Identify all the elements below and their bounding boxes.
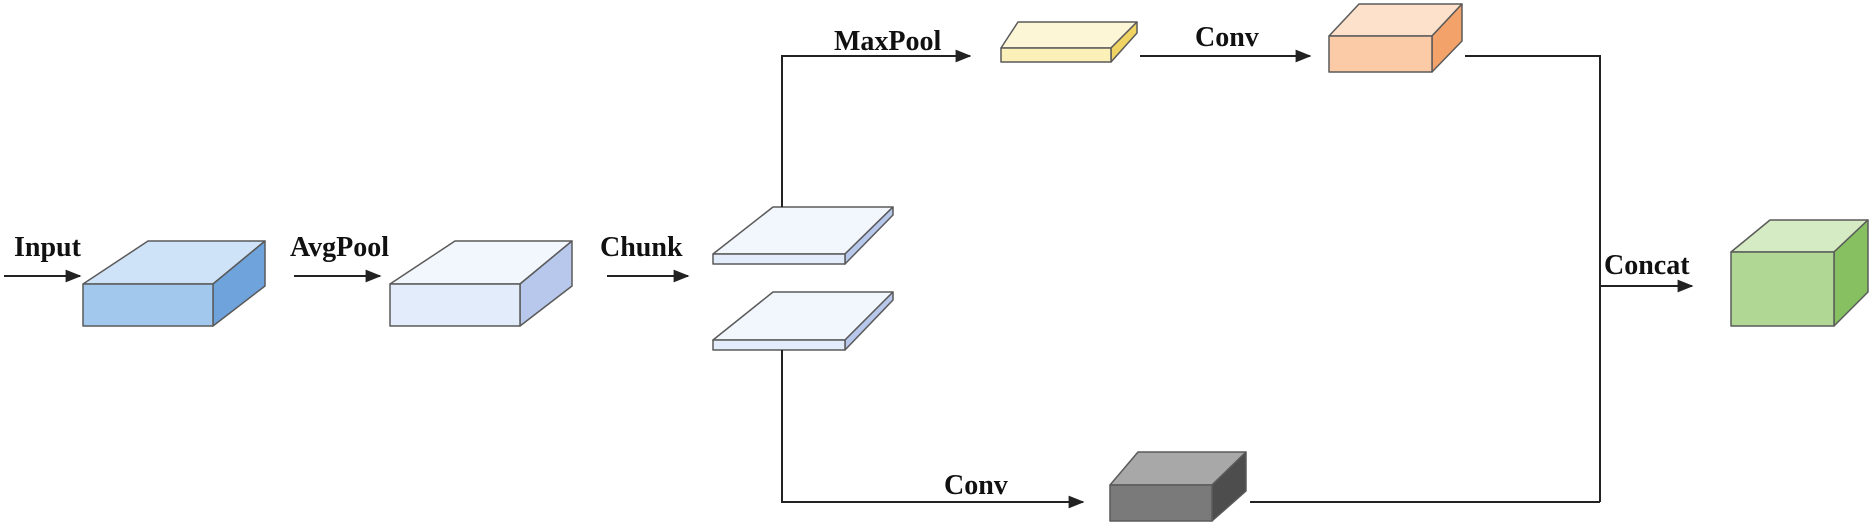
chunk-slice-lower [712,291,894,351]
avgpool-label: AvgPool [290,232,389,263]
maxpool-label: MaxPool [834,26,942,57]
upper-branch-line [781,49,972,207]
concat-label: Concat [1604,250,1690,281]
maxpool-block-front [1000,47,1112,63]
avgpool-block-front [389,283,521,327]
conv-top-block [1328,3,1463,73]
chunk-slice-upper-front [712,253,846,265]
input-block [82,240,266,327]
conv-bottom-block [1109,451,1247,522]
lower-branch-line [781,350,1085,509]
chunk-label: Chunk [600,232,683,263]
conv-bottom-label: Conv [944,470,1008,501]
conv-top-block-front [1328,35,1433,73]
chunk-slice-upper [712,206,894,265]
concat-block-front [1730,251,1835,327]
conv-top-label: Conv [1195,22,1259,53]
concat-block [1730,219,1869,327]
conv-bottom-block-front [1109,484,1213,522]
chunk-slice-upper-top [712,206,894,255]
chunk-slice-lower-front [712,339,846,351]
avgpool-block [389,240,573,327]
chunk-slice-lower-top [712,291,894,341]
input-label: Input [14,232,82,263]
upper-merge-line [1465,55,1601,502]
input-block-front [82,283,214,327]
maxpool-block [1000,21,1138,63]
